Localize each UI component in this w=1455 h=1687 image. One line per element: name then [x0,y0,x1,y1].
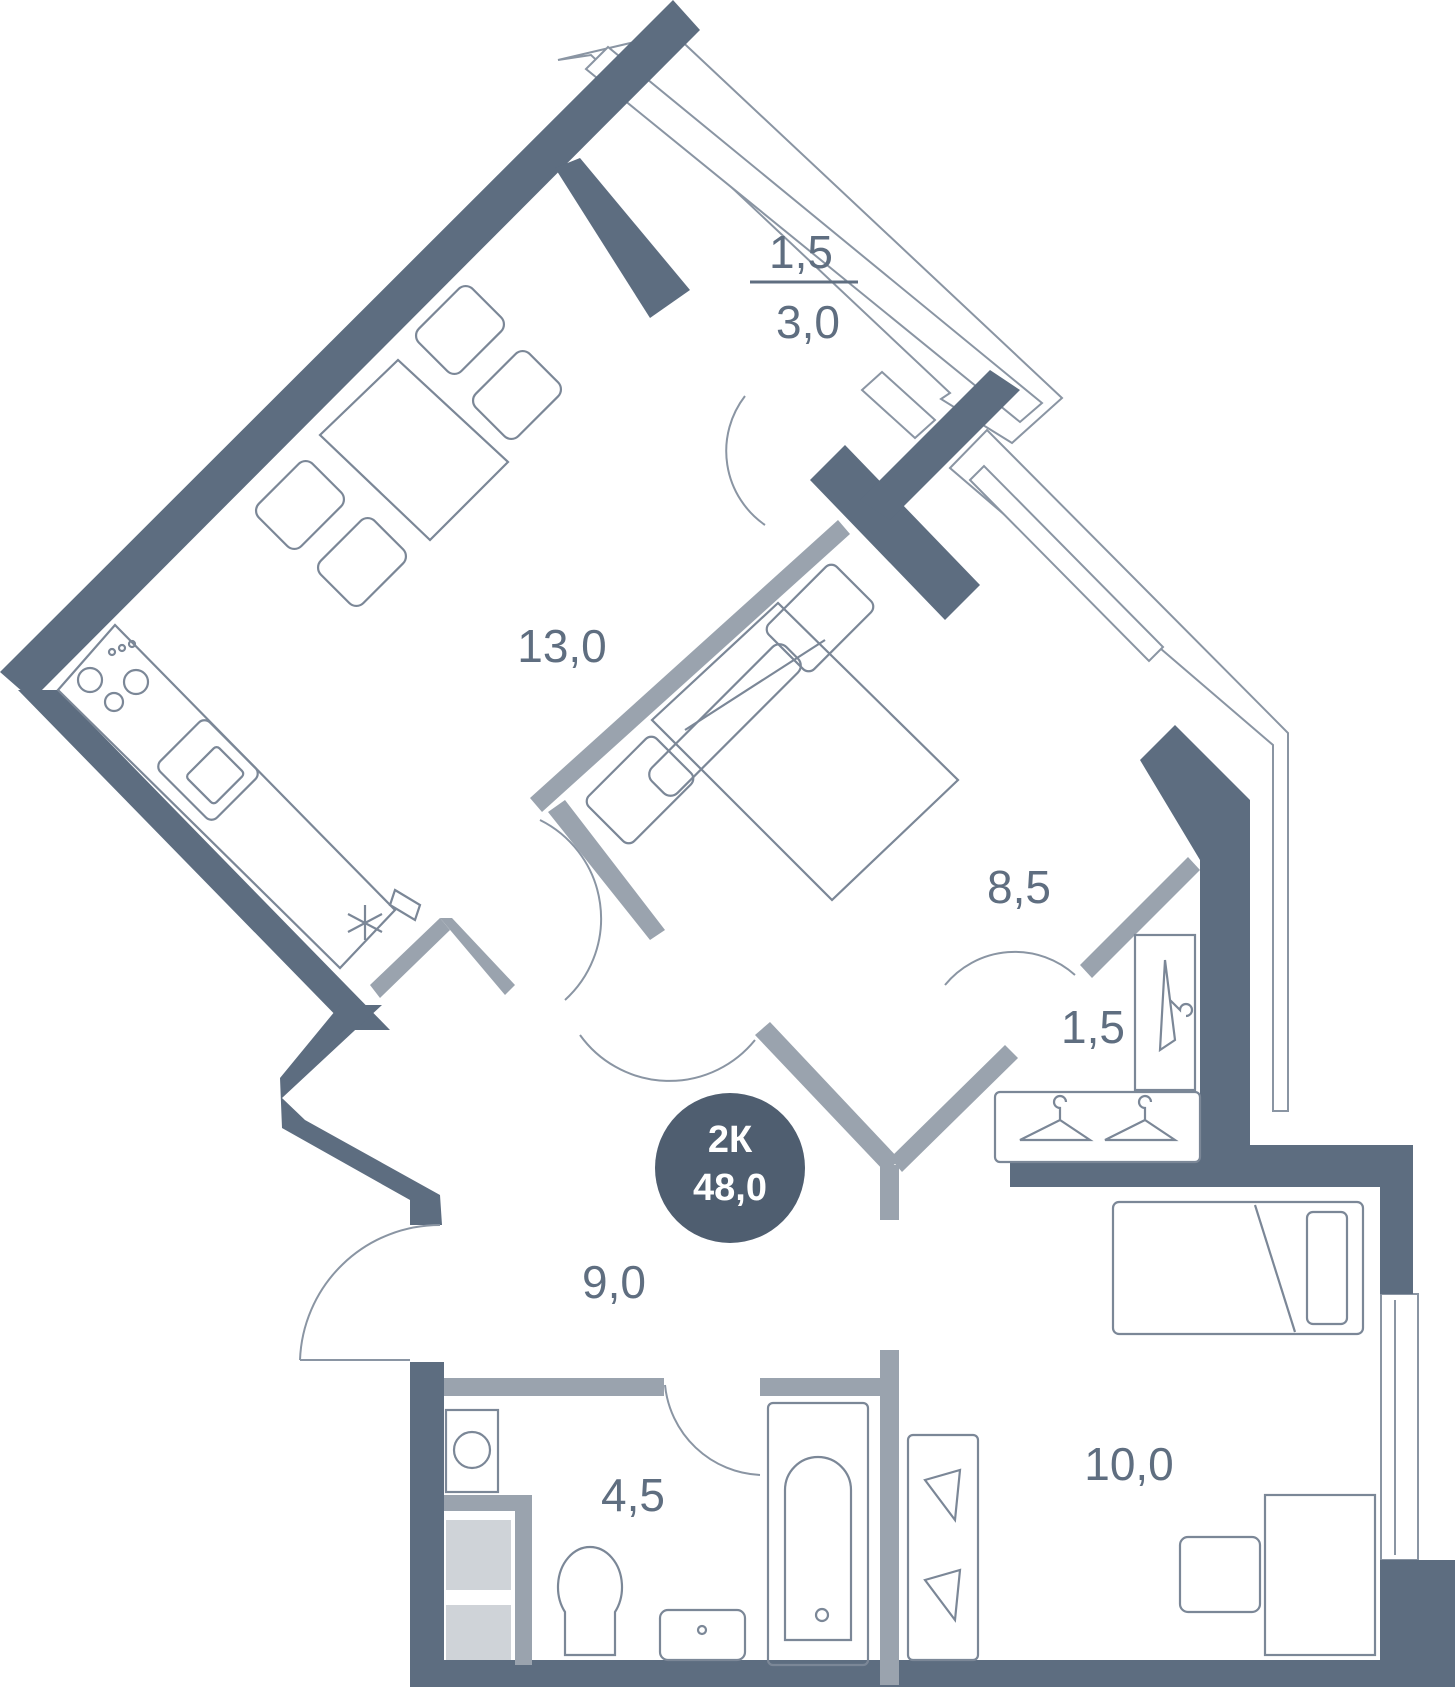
hall-area-label: 9,0 [582,1256,646,1308]
balcony-full-label: 3,0 [776,296,840,348]
dining-chairs [254,284,563,608]
toilet-icon [556,1546,624,1657]
stove-icon [76,639,150,713]
freezer-icon [347,888,422,940]
apartment-badge: 2К 48,0 [655,1093,805,1243]
doors [299,395,1076,1476]
bathtub-icon [766,1401,870,1667]
kitchen-area-label: 13,0 [517,620,607,672]
closet-rack [993,933,1202,1164]
washer-icon [444,1408,500,1494]
apartment-badge-circle [655,1093,805,1243]
basin [658,1608,747,1662]
wardrobe [906,1433,980,1662]
bathroom-area-label: 4,5 [601,1469,665,1521]
apartment-type-label: 2К [708,1119,753,1161]
balcony-frame [557,31,1419,1561]
partitions [370,520,1200,1685]
hanger-icon [1019,959,1194,1142]
dining-table [318,358,510,542]
single-bed [1111,1200,1365,1336]
room-area-label: 10,0 [1084,1438,1174,1490]
desk [1178,1493,1377,1657]
kitchen-counter [56,623,397,970]
closet-area-label: 1,5 [1061,1001,1125,1053]
balcony-area-label: 1,5 [769,226,833,278]
apartment-total-area: 48,0 [693,1167,767,1209]
storage-shelves [446,1520,511,1660]
sink-icon [157,719,259,821]
double-bed [585,563,960,902]
bedroom-area-label: 8,5 [987,861,1051,913]
